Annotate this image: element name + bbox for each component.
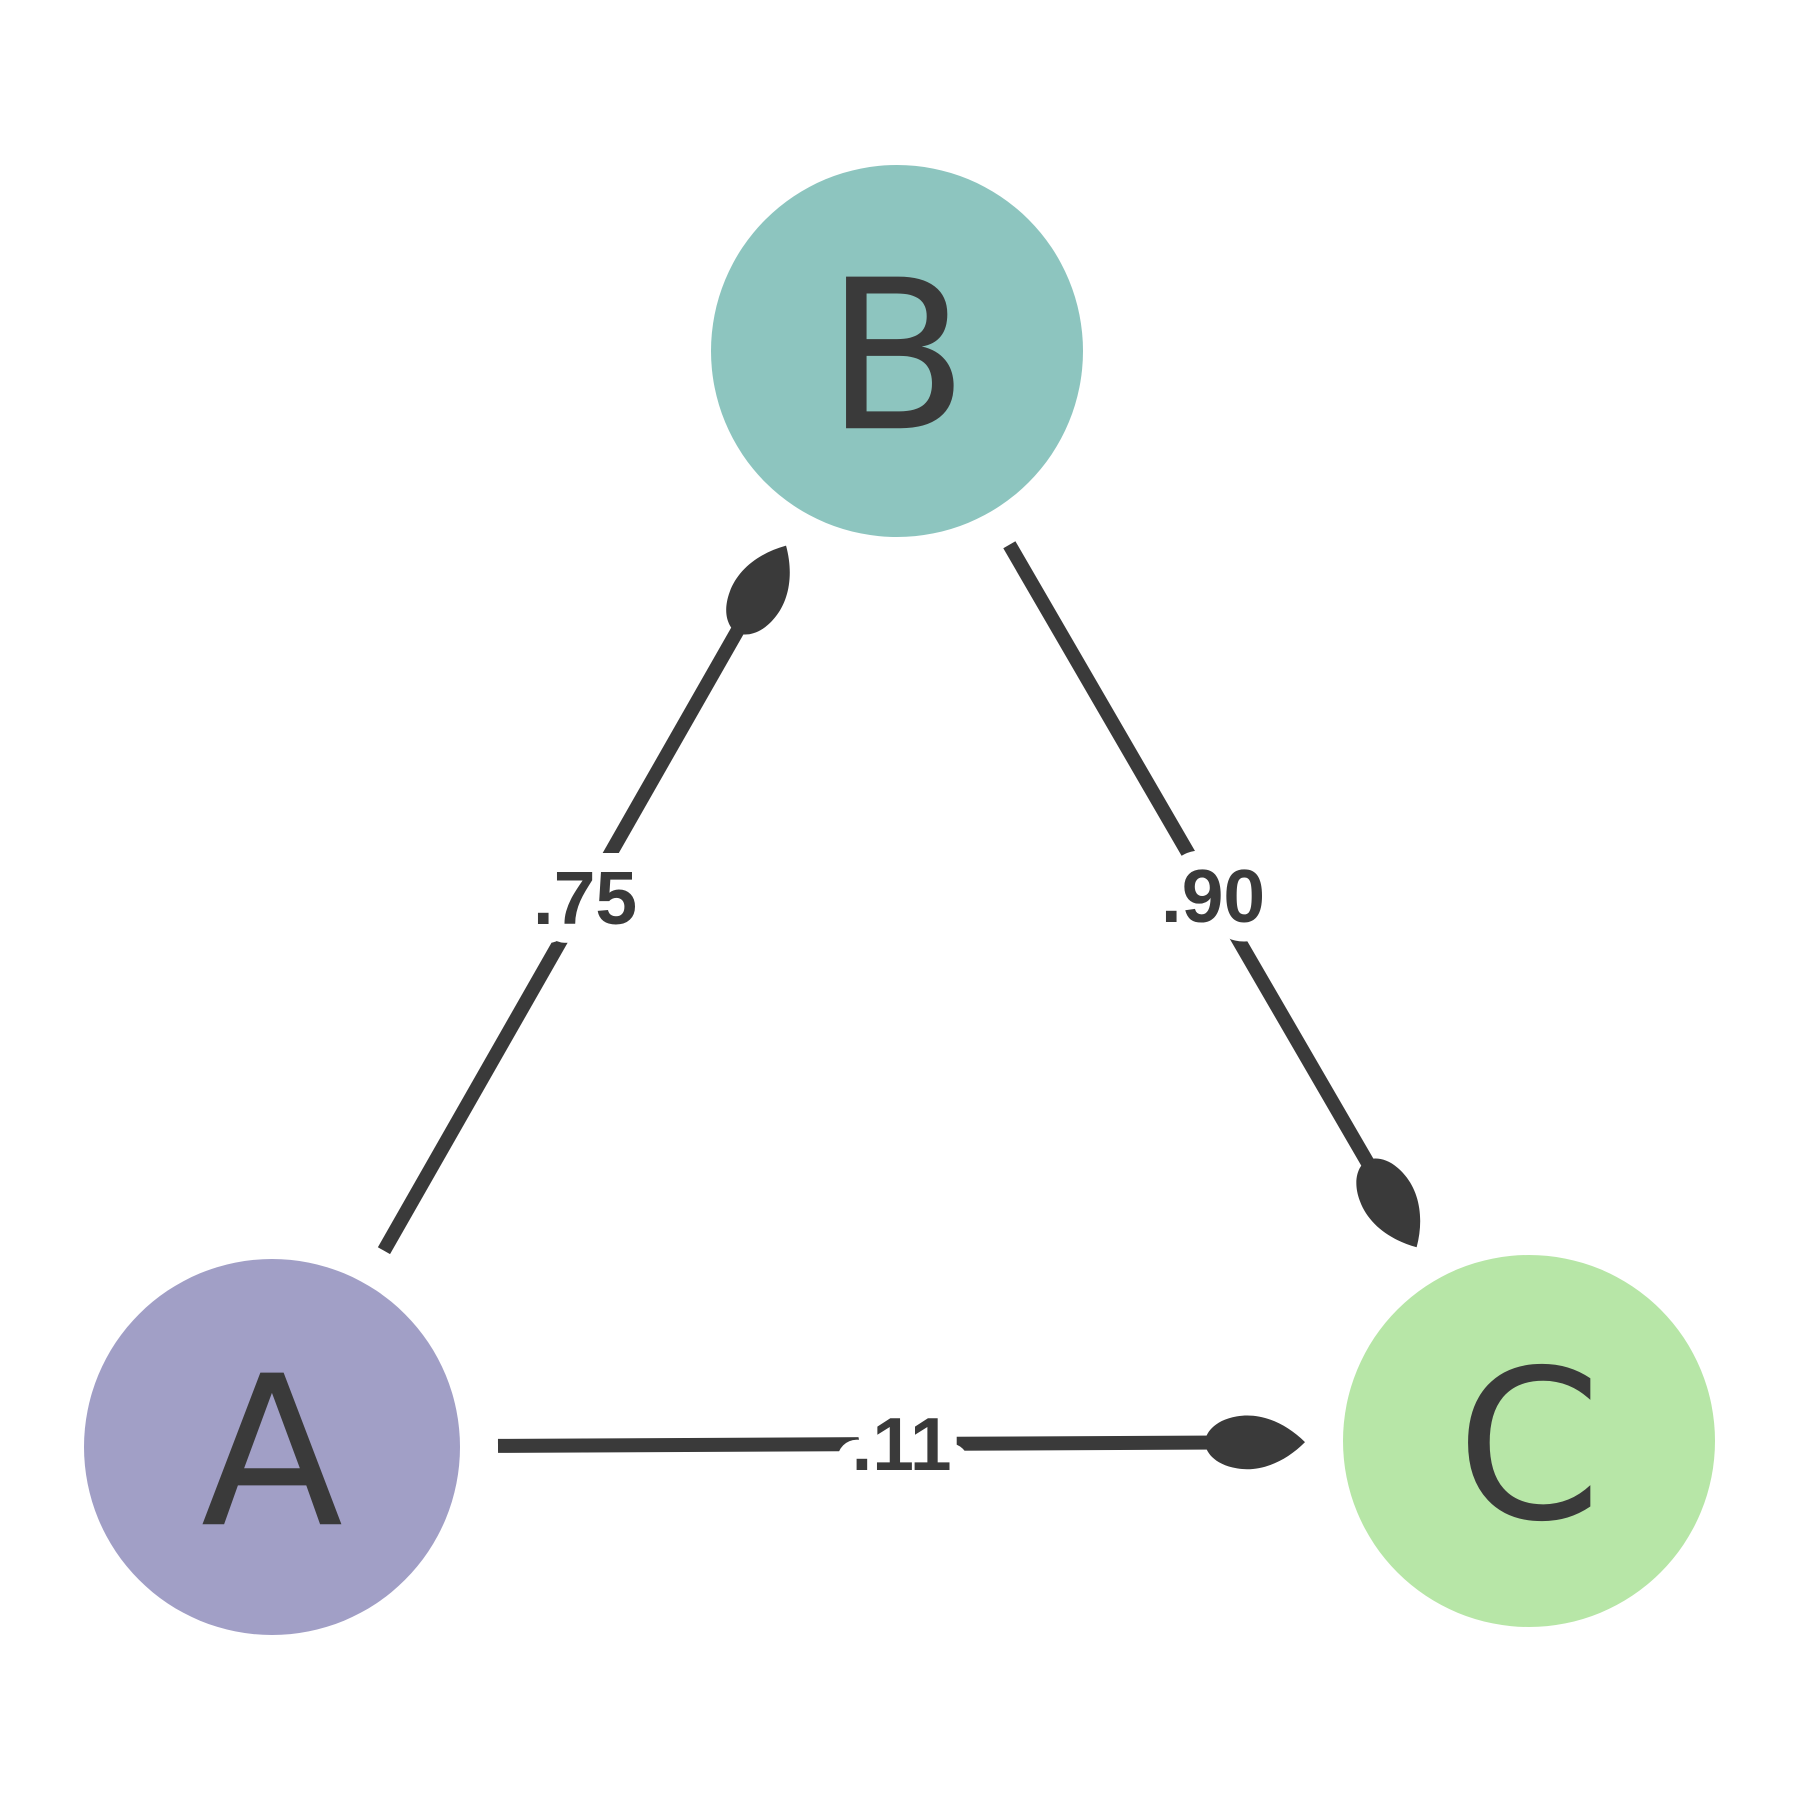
node-A: A <box>84 1259 460 1635</box>
node-circle-C <box>1343 1255 1715 1627</box>
arrowhead-icon-A-C <box>1205 1415 1306 1470</box>
edge-line-B-C <box>1003 541 1382 1180</box>
arrowhead-icon-A-B <box>726 545 790 635</box>
edge-A-B: .75 <box>377 545 790 1255</box>
node-label-A: A <box>201 1332 343 1574</box>
edge-line-A-C <box>497 1435 1224 1453</box>
edge-label-A-C: .11 <box>851 1402 951 1486</box>
node-C: C <box>1343 1255 1715 1627</box>
node-label-B: B <box>826 236 969 478</box>
arrowhead-icon-B-C <box>1356 1158 1421 1248</box>
node-B: B <box>711 165 1083 537</box>
edge-label-B-C: .90 <box>1161 854 1265 938</box>
node-label-C: C <box>1456 1326 1601 1568</box>
edge-A-C: .11 <box>497 1383 1306 1505</box>
edge-label-A-B: .75 <box>533 856 637 940</box>
edge-line-A-B <box>377 613 752 1255</box>
node-circle-B <box>711 165 1083 537</box>
edge-B-C: .90 <box>1003 541 1421 1248</box>
node-circle-A <box>84 1259 460 1635</box>
